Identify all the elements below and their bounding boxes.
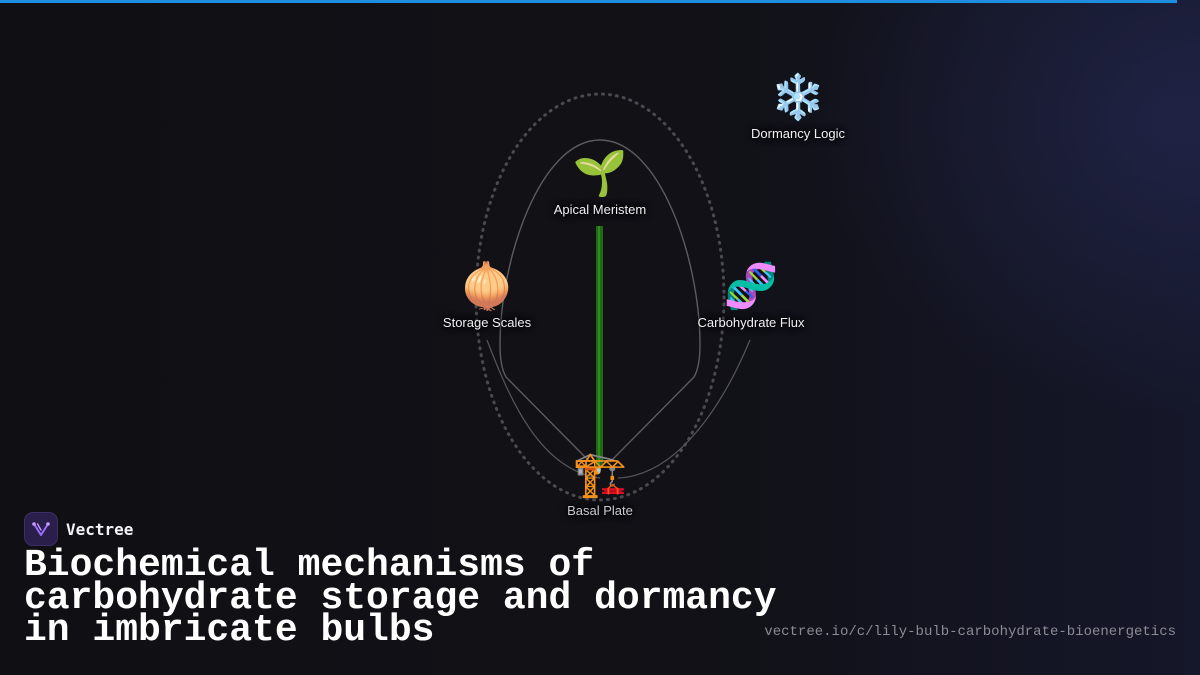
brand[interactable]: Vectree <box>24 512 133 546</box>
dna-icon: 🧬 <box>723 261 779 312</box>
dormancy-boundary-ellipse <box>474 92 726 502</box>
seedling-icon: 🌱 <box>572 148 628 199</box>
node-label: Carbohydrate Flux <box>697 315 805 330</box>
node-carbohydrate-flux[interactable]: 🧬 Carbohydrate Flux <box>661 261 841 331</box>
carbohydrate-connector <box>617 339 751 479</box>
source-url[interactable]: vectree.io/c/lily-bulb-carbohydrate-bioe… <box>764 624 1176 640</box>
node-dormancy-logic[interactable]: ❄️ Dormancy Logic <box>708 72 888 142</box>
vectree-logo-icon <box>24 512 58 546</box>
bulb-outline <box>499 139 701 463</box>
storage-connector <box>486 339 601 479</box>
construction-crane-icon: 🏗️ <box>572 449 628 500</box>
top-accent-bar <box>0 0 1177 3</box>
brand-name: Vectree <box>66 519 134 539</box>
node-basal-plate[interactable]: 🏗️ Basal Plate <box>510 449 690 519</box>
onion-icon: 🧅 <box>459 261 515 312</box>
central-stem-highlight <box>598 226 600 466</box>
snowflake-icon: ❄️ <box>770 72 826 123</box>
node-apical-meristem[interactable]: 🌱 Apical Meristem <box>510 148 690 218</box>
node-label: Storage Scales <box>442 315 532 330</box>
node-storage-scales[interactable]: 🧅 Storage Scales <box>397 261 577 331</box>
node-label: Apical Meristem <box>553 202 647 217</box>
page-title: Biochemical mechanisms of carbohydrate s… <box>24 544 777 652</box>
node-label: Basal Plate <box>567 503 633 518</box>
node-label: Dormancy Logic <box>751 126 845 141</box>
